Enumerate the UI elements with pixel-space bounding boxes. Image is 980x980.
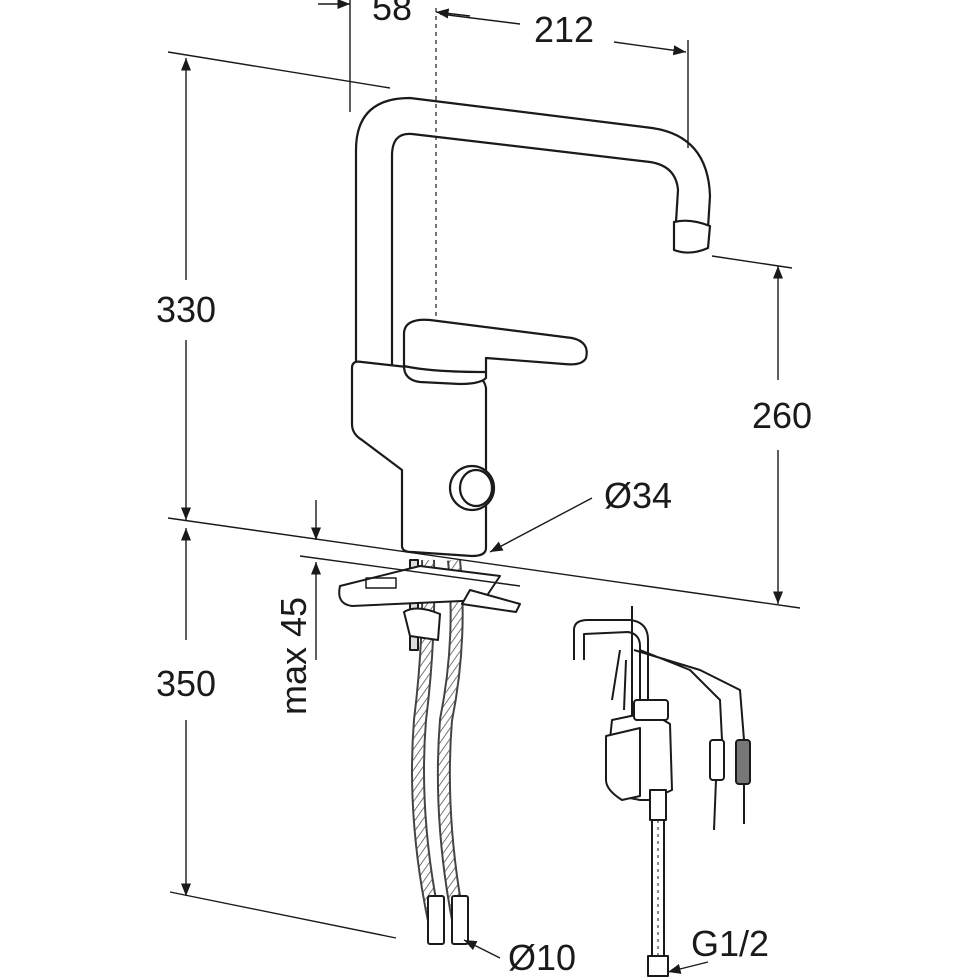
dim-spout-height-label: 260	[752, 395, 812, 436]
clamp-plate	[338, 565, 501, 607]
dim-mounting-thickness-label: max 45	[273, 597, 314, 715]
sensor-button	[448, 464, 496, 512]
dimension-lines	[167, 0, 801, 974]
faucet-body	[350, 360, 488, 558]
sensor-control-unit	[573, 606, 751, 977]
lever-base	[403, 364, 487, 374]
faucet	[350, 96, 712, 558]
dim-connection-thread-label: G1/2	[691, 923, 769, 964]
dim-body-diameter-label: Ø34	[604, 475, 672, 516]
dim-spout-reach-label: 212	[534, 9, 594, 50]
aerator	[672, 219, 712, 254]
dim-spout-offset-label: 58	[372, 0, 412, 28]
mounting-hardware	[338, 559, 521, 945]
spout	[354, 96, 712, 382]
sensor-tube	[573, 619, 649, 700]
dim-hose-length-label: 350	[156, 663, 216, 704]
dim-total-height-label: 330	[156, 289, 216, 330]
dim-hose-diameter-label: Ø10	[508, 937, 576, 978]
lever-handle	[402, 318, 588, 386]
